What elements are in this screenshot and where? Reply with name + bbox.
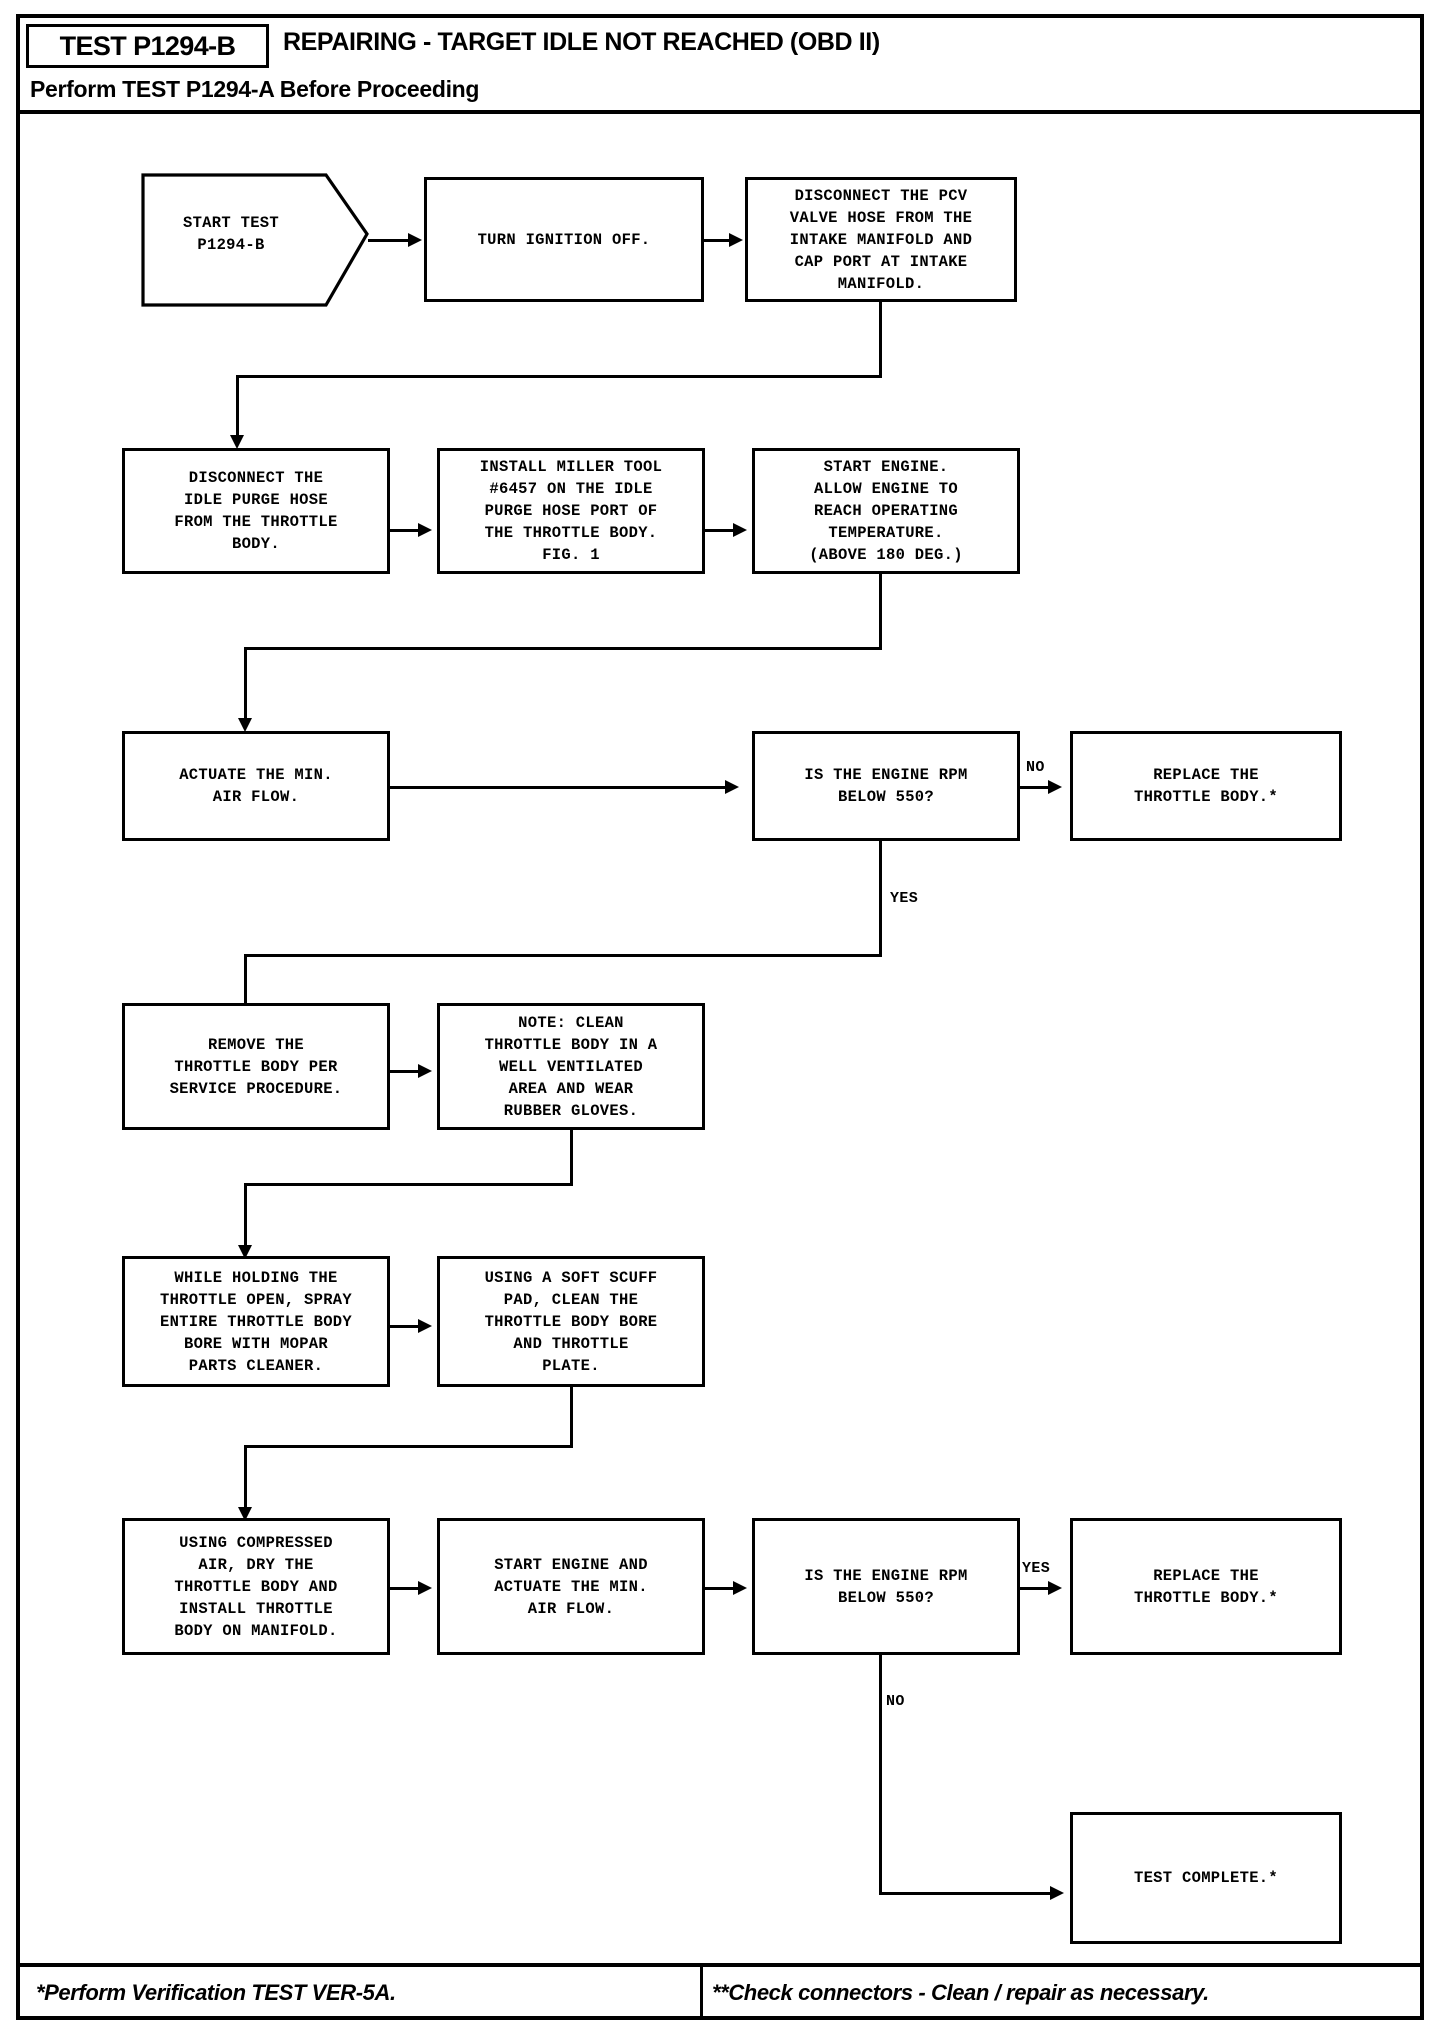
edge-start2-to-rpm2 (705, 1587, 735, 1590)
arrowhead-miller-to-startengine (733, 523, 747, 537)
edge-startengine-to-actuate (244, 647, 247, 724)
arrowhead-scuff-to-dry (238, 1507, 252, 1521)
arrowhead-startengine-to-actuate (238, 718, 252, 732)
arrowhead-idlepurge-to-miller (418, 523, 432, 537)
node-start-engine-actuate: START ENGINE AND ACTUATE THE MIN. AIR FL… (437, 1518, 705, 1655)
arrowhead-note-to-spray (238, 1245, 252, 1259)
edge-rpm2-no-right (879, 1892, 1054, 1895)
edge-scuff-left (244, 1445, 573, 1448)
header-subtitle: Perform TEST P1294-A Before Proceeding (30, 76, 480, 102)
arrowhead-spray-to-scuff (418, 1319, 432, 1333)
edge-note-left (244, 1183, 573, 1186)
edge-pcv-down (879, 302, 882, 377)
node-spray-throttle-bore: WHILE HOLDING THE THROTTLE OPEN, SPRAY E… (122, 1256, 390, 1387)
header-band (20, 18, 1420, 114)
arrowhead-remove-to-note (418, 1064, 432, 1078)
node-remove-throttle-body: REMOVE THE THROTTLE BODY PER SERVICE PRO… (122, 1003, 390, 1130)
start-arrow-shape (141, 173, 369, 307)
node-test-complete: TEST COMPLETE.* (1070, 1812, 1342, 1944)
test-id-label: TEST P1294-B (59, 30, 236, 61)
footer-note-right: **Check connectors - Clean / repair as n… (712, 1980, 1209, 2005)
edge-rpm1-no (1020, 786, 1050, 789)
edge-note-to-spray (244, 1183, 247, 1251)
edge-scuff-to-dry (244, 1445, 247, 1513)
arrowhead-rpm2-yes (1048, 1581, 1062, 1595)
edge-remove-to-note (390, 1070, 420, 1073)
edge-rpm2-yes (1020, 1587, 1050, 1590)
footer-band (20, 1963, 1420, 2020)
node-disconnect-idle-purge: DISCONNECT THE IDLE PURGE HOSE FROM THE … (122, 448, 390, 574)
arrowhead-start-to-ignition (408, 233, 422, 247)
edge-scuff-down (570, 1387, 573, 1447)
edge-startengine-down (879, 574, 882, 649)
edge-rpm2-no-down (879, 1655, 882, 1895)
node-dry-and-install: USING COMPRESSED AIR, DRY THE THROTTLE B… (122, 1518, 390, 1655)
arrowhead-dry-to-start2 (418, 1581, 432, 1595)
edge-spray-to-scuff (390, 1325, 420, 1328)
node-replace-throttle-body-1: REPLACE THE THROTTLE BODY.* (1070, 731, 1342, 841)
note-text: NOTE: CLEAN THROTTLE BODY IN A WELL VENT… (484, 1013, 658, 1120)
arrowhead-pcv-to-idlepurge (230, 435, 244, 449)
arrowhead-ignition-to-pcv (729, 233, 743, 247)
edge-note-down (570, 1130, 573, 1185)
page-border (16, 14, 1424, 2020)
node-note-clean-throttle-body: NOTE: CLEAN THROTTLE BODY IN A WELL VENT… (437, 1003, 705, 1130)
edge-miller-to-startengine (705, 529, 735, 532)
node-replace-throttle-body-2: REPLACE THE THROTTLE BODY.* (1070, 1518, 1342, 1655)
edge-idlepurge-to-miller (390, 529, 420, 532)
edge-actuate-to-rpm1 (390, 786, 727, 789)
edge-rpm1-yes-to-remove (244, 954, 247, 1026)
arrowhead-rpm2-no-to-complete (1050, 1886, 1064, 1900)
edge-rpm1-yes-down (879, 841, 882, 956)
edge-start-to-ignition (368, 239, 410, 242)
edge-label-yes-2: YES (1022, 1560, 1051, 1577)
test-id-box: TEST P1294-B (26, 24, 269, 68)
edge-label-no-2: NO (886, 1693, 905, 1710)
edge-dry-to-start2 (390, 1587, 420, 1590)
edge-pcv-to-idlepurge (236, 375, 239, 441)
page-title: REPAIRING - TARGET IDLE NOT REACHED (OBD… (283, 28, 880, 56)
node-rpm-question-2: IS THE ENGINE RPM BELOW 550? (752, 1518, 1020, 1655)
node-install-miller-tool: INSTALL MILLER TOOL #6457 ON THE IDLE PU… (437, 448, 705, 574)
node-disconnect-pcv: DISCONNECT THE PCV VALVE HOSE FROM THE I… (745, 177, 1017, 302)
edge-label-no-1: NO (1026, 759, 1045, 776)
edge-label-yes-1: YES (890, 890, 919, 907)
arrowhead-actuate-to-rpm1 (725, 780, 739, 794)
node-start-test-label: START TEST P1294-B (182, 213, 279, 254)
edge-rpm1-yes-left (244, 954, 882, 957)
node-scuff-pad-clean: USING A SOFT SCUFF PAD, CLEAN THE THROTT… (437, 1256, 705, 1387)
edge-ignition-to-pcv (704, 239, 731, 242)
node-start-test: START TEST P1294-B (140, 160, 370, 308)
arrowhead-start2-to-rpm2 (733, 1581, 747, 1595)
arrowhead-rpm1-no (1048, 780, 1062, 794)
node-actuate-min-air-flow: ACTUATE THE MIN. AIR FLOW. (122, 731, 390, 841)
node-rpm-question-1: IS THE ENGINE RPM BELOW 550? (752, 731, 1020, 841)
edge-startengine-left (244, 647, 882, 650)
footer-divider (700, 1967, 703, 2020)
node-start-engine-warmup: START ENGINE. ALLOW ENGINE TO REACH OPER… (752, 448, 1020, 574)
footer-note-left: *Perform Verification TEST VER-5A. (36, 1980, 396, 2005)
edge-pcv-left (236, 375, 882, 378)
node-turn-ignition-off: TURN IGNITION OFF. (424, 177, 704, 302)
